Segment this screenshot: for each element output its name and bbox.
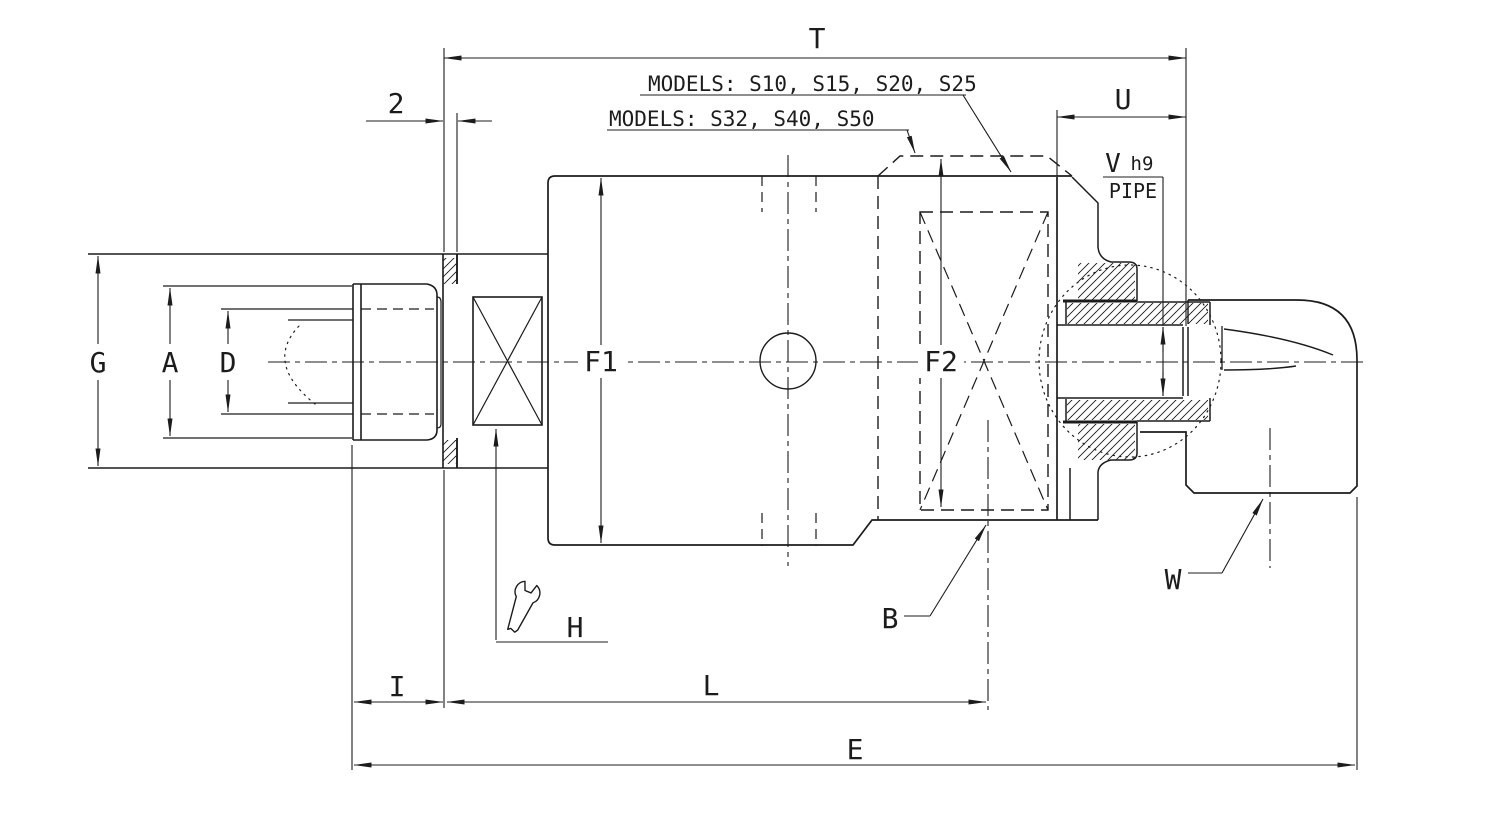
dim-label-W: W — [1165, 563, 1182, 596]
phantom-top-edge — [877, 155, 1073, 177]
bearing-cross — [472, 296, 543, 426]
models-large-note: MODELS: S32, S40, S50 — [609, 107, 875, 131]
seal-flange-faces — [442, 254, 458, 468]
housing-body — [456, 175, 1098, 546]
pipe-note-label: PIPE — [1109, 179, 1157, 203]
collar-bottom-legs — [1069, 468, 1099, 520]
dim-label-G: G — [90, 346, 107, 379]
leader-W — [1221, 498, 1264, 574]
nut-neck — [436, 296, 442, 429]
cross-drilled-hole — [759, 332, 817, 390]
union-thread-dotted-circle — [1038, 264, 1222, 458]
centerlines — [268, 155, 1365, 710]
collar-top-outline — [1071, 176, 1138, 301]
elbow-inner-lower — [1223, 365, 1297, 371]
leader-B — [929, 524, 987, 617]
models-small-note: MODELS: S10, S15, S20, S25 — [648, 72, 977, 96]
dim-label-U: U — [1115, 83, 1132, 116]
elbow-outlet — [1140, 299, 1358, 494]
thread-band-bottom-outline — [1065, 398, 1211, 422]
flange-pipe-assembly — [1057, 176, 1211, 520]
body-top-edge — [547, 175, 1072, 184]
model-callouts: MODELS: S10, S15, S20, S25 MODELS: S32, … — [609, 72, 977, 131]
dim-label-I: I — [389, 670, 406, 703]
dim-label-F1: F1 — [584, 345, 618, 378]
bearing-symbol — [472, 296, 543, 426]
elbow-outline — [1140, 299, 1358, 494]
thread-band-top-outline — [1065, 301, 1211, 325]
dim-label-E: E — [847, 733, 864, 766]
cross-hole-hidden-lines — [761, 176, 817, 546]
rotor-shaft-section — [88, 253, 548, 469]
extension-lines — [351, 48, 1358, 770]
dim-label-L: L — [703, 669, 720, 702]
dim-label-2: 2 — [388, 87, 405, 120]
seal-hatch-bottom — [443, 440, 457, 464]
label-backgrounds — [84, 345, 964, 378]
dim-label-H: H — [567, 611, 584, 644]
large-model-phantom-outline — [877, 155, 1073, 520]
band-hatch-top — [1067, 303, 1208, 324]
dim-label-V-tolerance: h9 — [1131, 153, 1154, 175]
dim-label-T: T — [809, 22, 826, 55]
labels: T 2 U G A D F1 F2 H B W I L E V h9 PIPE — [90, 22, 1182, 766]
collar-hatch-top — [1078, 263, 1135, 300]
body-left-bottom-edge — [547, 183, 1098, 546]
seal-hatch-top — [443, 258, 457, 284]
pipe-note-box — [1103, 176, 1164, 200]
dim-label-A: A — [162, 346, 179, 379]
thread-runout-dotted-arc — [284, 325, 316, 405]
band-hatch-bottom — [1067, 400, 1208, 420]
wrench-icon — [507, 580, 541, 633]
pipe-end-face — [1182, 327, 1189, 396]
collar-hatch-bottom — [1078, 424, 1135, 460]
dimension-lines — [95, 55, 1356, 768]
leader-models-small — [962, 94, 1012, 173]
leader-models-large — [906, 129, 916, 154]
hidden-thread-lines — [361, 308, 434, 415]
dim-label-F2: F2 — [924, 345, 958, 378]
elbow-inner-bend — [1223, 328, 1334, 356]
dim-label-B: B — [882, 602, 899, 635]
dim-label-D: D — [220, 346, 237, 379]
dim-label-V: V — [1105, 149, 1121, 179]
